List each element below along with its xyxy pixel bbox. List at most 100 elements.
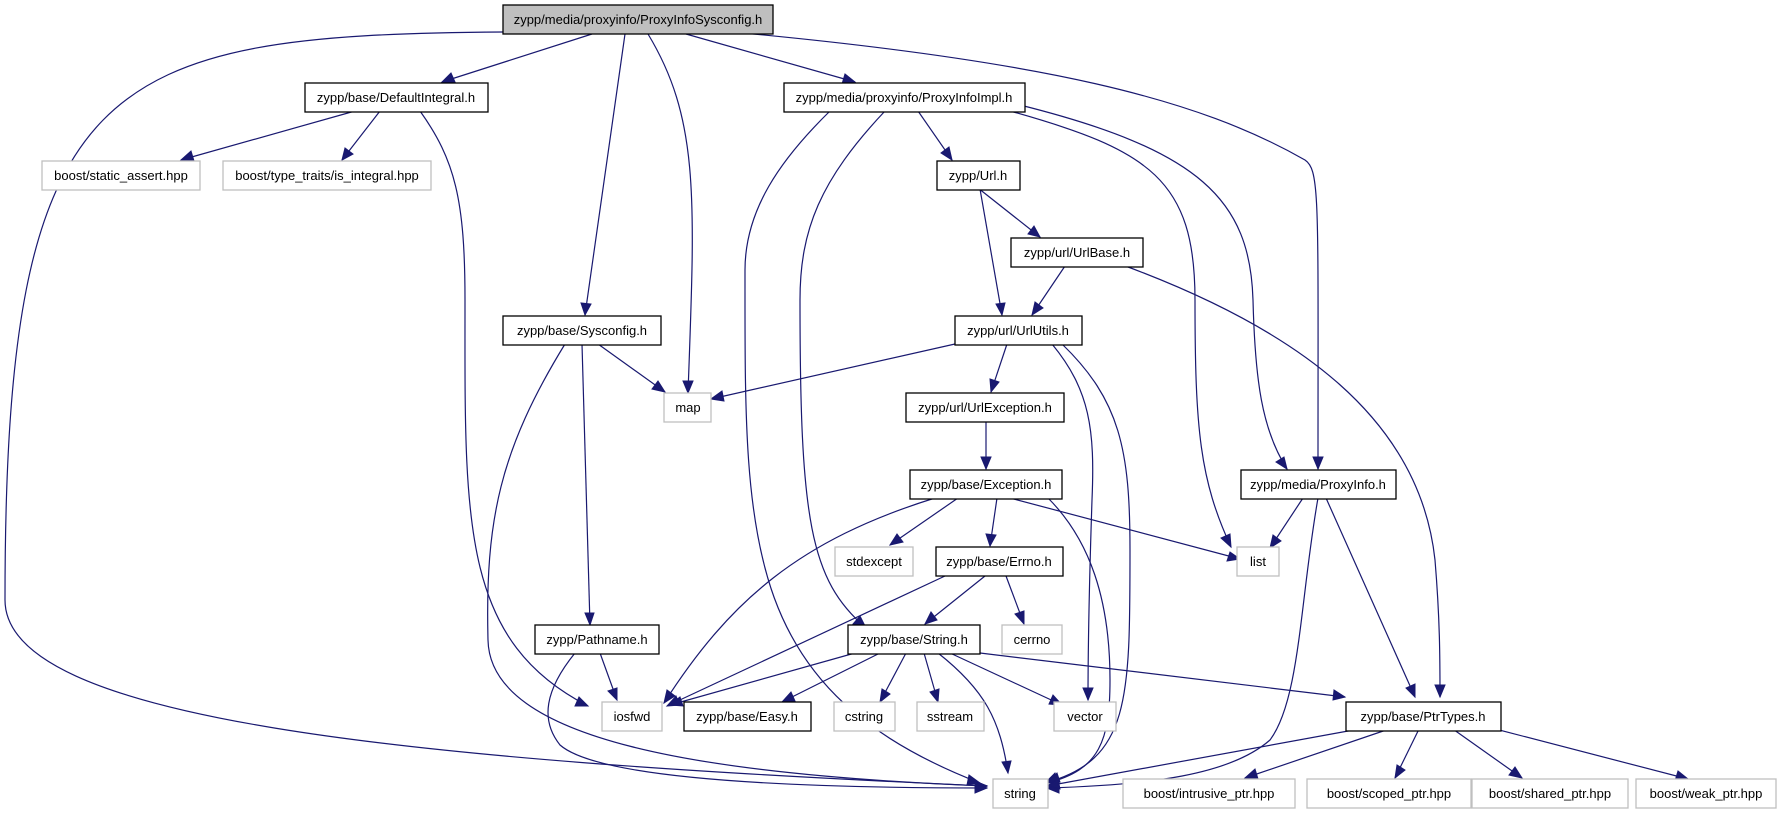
- node-exception[interactable]: zypp/base/Exception.h: [909, 469, 1063, 500]
- edge-ptrtypes-to-string: [1045, 726, 1371, 790]
- node-label: vector: [1067, 709, 1103, 724]
- edge-proxyinfosysconfig-to-sysconfig: [580, 33, 626, 317]
- edge-pathname-to-iosfwd: [599, 652, 618, 702]
- node-label: boost/scoped_ptr.hpp: [1327, 786, 1451, 801]
- node-label: sstream: [927, 709, 973, 724]
- node-label: zypp/Pathname.h: [546, 632, 647, 647]
- node-label: zypp/base/String.h: [860, 632, 968, 647]
- node-label: boost/type_traits/is_integral.hpp: [235, 168, 419, 183]
- node-label: zypp/base/PtrTypes.h: [1360, 709, 1485, 724]
- edge-string-h-to-ptrtypes: [979, 652, 1347, 701]
- node-label: zypp/base/DefaultIntegral.h: [317, 90, 475, 105]
- node-is-integral[interactable]: boost/type_traits/is_integral.hpp: [222, 160, 432, 191]
- node-list[interactable]: list: [1236, 546, 1280, 577]
- edge-string-h-to-iosfwd: [668, 652, 856, 707]
- edge-urlutils-to-urlexception: [989, 343, 1008, 394]
- node-cstring[interactable]: cstring: [833, 701, 896, 732]
- node-label: list: [1250, 554, 1266, 569]
- node-label: string: [1004, 786, 1036, 801]
- edge-ptrtypes-to-scoped-ptr: [1394, 726, 1421, 780]
- node-urlexception[interactable]: zypp/url/UrlException.h: [905, 392, 1065, 423]
- edge-proxyinfosysconfig-to-map: [647, 33, 694, 395]
- edge-string-h-to-sstream: [923, 652, 940, 704]
- node-string[interactable]: string: [992, 778, 1049, 809]
- node-easy[interactable]: zypp/base/Easy.h: [683, 701, 812, 732]
- node-label: zypp/Url.h: [949, 168, 1008, 183]
- edge-proxyinfosysconfig-to-proxyinfo: [709, 29, 1324, 471]
- node-proxyinfoimpl[interactable]: zypp/media/proxyinfo/ProxyInfoImpl.h: [783, 82, 1026, 113]
- node-vector[interactable]: vector: [1053, 701, 1117, 732]
- node-url[interactable]: zypp/Url.h: [936, 160, 1021, 191]
- edge-sysconfig-to-map: [597, 343, 667, 393]
- edge-urlbase-to-ptrtypes: [1119, 263, 1446, 699]
- node-label: boost/static_assert.hpp: [54, 168, 188, 183]
- edge-defaultintegral-to-is-integral: [341, 110, 381, 161]
- edge-proxyinfoimpl-to-proxyinfo: [1019, 104, 1288, 471]
- node-label: stdexcept: [846, 554, 902, 569]
- edge-proxyinfosysconfig-to-string: [4, 31, 989, 792]
- edge-defaultintegral-to-static-assert: [179, 110, 356, 162]
- node-iosfwd[interactable]: iosfwd: [601, 701, 663, 732]
- node-label: zypp/base/Exception.h: [921, 477, 1052, 492]
- edge-proxyinfo-to-list: [1269, 497, 1304, 550]
- edge-sysconfig-to-pathname: [581, 343, 595, 627]
- node-ptrtypes[interactable]: zypp/base/PtrTypes.h: [1345, 701, 1502, 732]
- node-label: zypp/url/UrlUtils.h: [967, 323, 1069, 338]
- node-map[interactable]: map: [663, 392, 712, 423]
- node-label: zypp/media/ProxyInfo.h: [1250, 477, 1386, 492]
- node-shared-ptr[interactable]: boost/shared_ptr.hpp: [1471, 778, 1629, 809]
- node-scoped-ptr[interactable]: boost/scoped_ptr.hpp: [1306, 778, 1472, 809]
- node-label: cstring: [845, 709, 883, 724]
- edge-exception-to-stdexcept: [888, 497, 959, 546]
- edge-proxyinfoimpl-to-list: [1009, 110, 1232, 549]
- edge-urlutils-to-vector: [1051, 343, 1094, 702]
- edge-string-h-to-string: [937, 652, 1012, 775]
- edge-proxyinfo-to-ptrtypes: [1325, 497, 1416, 699]
- edge-proxyinfoimpl-to-url: [917, 110, 953, 162]
- edge-exception-to-errno: [985, 497, 998, 548]
- edge-pathname-to-string: [547, 652, 989, 794]
- node-string-h[interactable]: zypp/base/String.h: [847, 624, 981, 655]
- edges: [4, 29, 1690, 794]
- node-cerrno[interactable]: cerrno: [1001, 624, 1063, 655]
- node-label: map: [675, 400, 700, 415]
- node-errno[interactable]: zypp/base/Errno.h: [935, 546, 1064, 577]
- edge-errno-to-cerrno: [1005, 575, 1025, 626]
- node-label: cerrno: [1014, 632, 1051, 647]
- node-label: zypp/base/Sysconfig.h: [517, 323, 647, 338]
- node-weak-ptr[interactable]: boost/weak_ptr.hpp: [1635, 778, 1777, 809]
- edge-proxyinfoimpl-to-string: [744, 110, 982, 786]
- edge-errno-to-string-h: [924, 575, 986, 625]
- node-static-assert[interactable]: boost/static_assert.hpp: [41, 160, 201, 191]
- node-label: zypp/url/UrlException.h: [918, 400, 1052, 415]
- edge-urlutils-to-map: [709, 343, 956, 402]
- node-proxyinfosysconfig[interactable]: zypp/media/proxyinfo/ProxyInfoSysconfig.…: [502, 4, 774, 35]
- node-label: boost/intrusive_ptr.hpp: [1144, 786, 1275, 801]
- node-label: boost/weak_ptr.hpp: [1650, 786, 1763, 801]
- edge-ptrtypes-to-intrusive-ptr: [1243, 726, 1396, 780]
- node-sstream[interactable]: sstream: [916, 701, 985, 732]
- node-stdexcept[interactable]: stdexcept: [834, 546, 914, 577]
- node-urlutils[interactable]: zypp/url/UrlUtils.h: [954, 315, 1083, 346]
- node-label: iosfwd: [614, 709, 651, 724]
- node-label: boost/shared_ptr.hpp: [1489, 786, 1611, 801]
- edge-url-to-urlbase: [977, 187, 1041, 238]
- node-intrusive-ptr[interactable]: boost/intrusive_ptr.hpp: [1122, 778, 1296, 809]
- node-pathname[interactable]: zypp/Pathname.h: [534, 624, 660, 655]
- node-label: zypp/url/UrlBase.h: [1024, 245, 1130, 260]
- edge-string-h-to-cstring: [879, 652, 907, 704]
- node-label: zypp/base/Errno.h: [946, 554, 1052, 569]
- node-sysconfig[interactable]: zypp/base/Sysconfig.h: [502, 315, 662, 346]
- node-urlbase[interactable]: zypp/url/UrlBase.h: [1010, 237, 1144, 268]
- node-label: zypp/media/proxyinfo/ProxyInfoImpl.h: [796, 90, 1013, 105]
- node-proxyinfo[interactable]: zypp/media/ProxyInfo.h: [1240, 469, 1397, 500]
- edge-defaultintegral-to-iosfwd: [419, 110, 590, 707]
- edge-proxyinfosysconfig-to-defaultintegral: [440, 33, 593, 83]
- edge-urlbase-to-urlutils: [1031, 265, 1066, 317]
- edge-url-to-urlutils: [979, 188, 1006, 317]
- edge-exception-to-iosfwd: [663, 497, 936, 705]
- node-defaultintegral[interactable]: zypp/base/DefaultIntegral.h: [304, 82, 489, 113]
- nodes: zypp/media/proxyinfo/ProxyInfoSysconfig.…: [41, 4, 1777, 809]
